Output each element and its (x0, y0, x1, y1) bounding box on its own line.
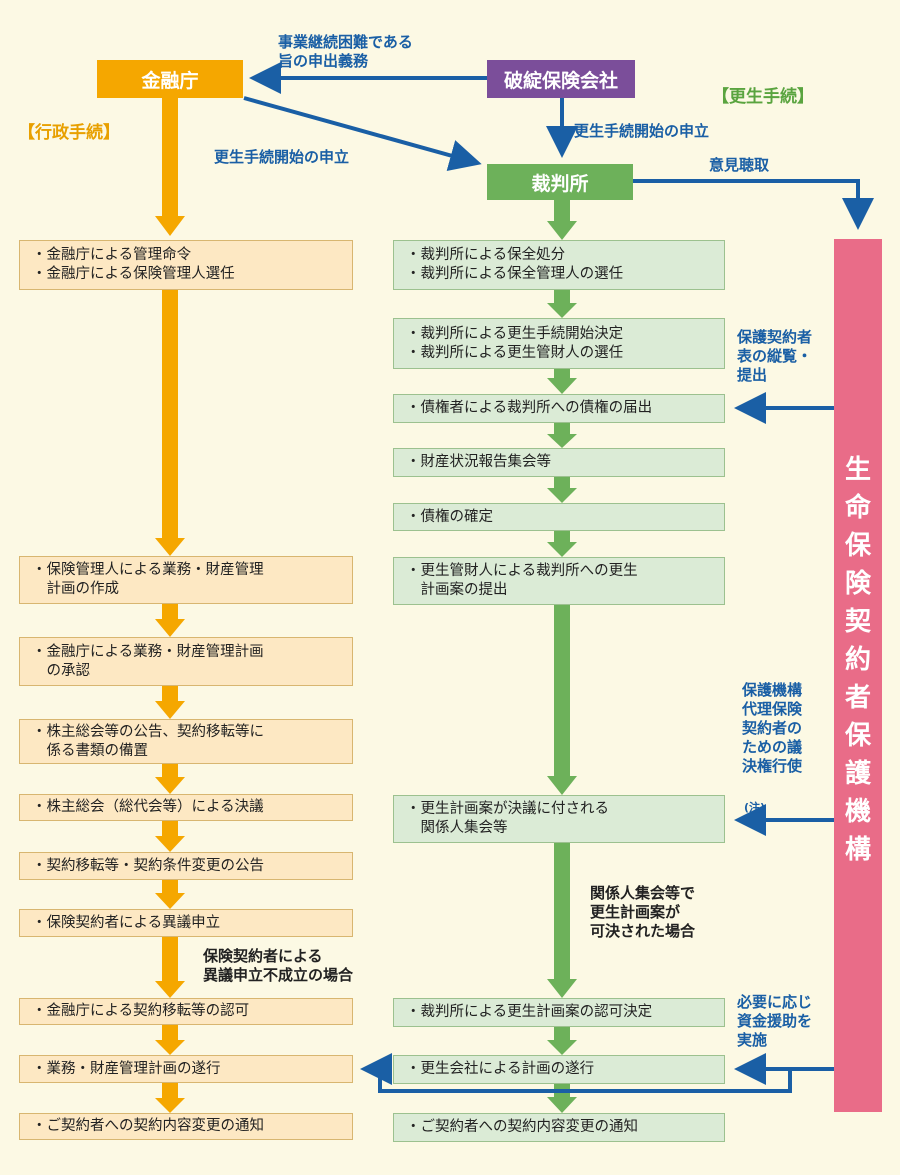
orange-arrowhead (155, 538, 185, 556)
orange-connector (162, 821, 178, 837)
right-step: ・裁判所による更生手続開始決定 ・裁判所による更生管財人の選任 (393, 318, 725, 369)
right-step: ・裁判所による更生計画案の認可決定 (393, 998, 725, 1027)
green-arrowhead (547, 776, 577, 795)
blue-arrow-petition-fsa (243, 96, 482, 171)
note-duty: 事業継続困難である 旨の申出義務 (278, 33, 413, 70)
note-funding: 必要に応じ 資金援助を 実施 (737, 993, 813, 1049)
green-arrowhead (547, 378, 577, 394)
right-step: ・財産状況報告集会等 (393, 448, 725, 477)
reorg-proc-label: 【更生手続】 (712, 87, 814, 107)
green-arrowhead (547, 1097, 577, 1113)
orange-arrowhead (155, 701, 185, 719)
green-connector (554, 423, 570, 435)
left-step: ・株主総会等の公告、契約移転等に 係る書類の備置 (19, 719, 353, 764)
left-step: ・株主総会（総代会等）による決議 (19, 794, 353, 821)
green-connector (554, 369, 570, 379)
green-connector (554, 531, 570, 543)
blue-arrow-opinion (632, 179, 874, 230)
orange-arrowhead (155, 981, 185, 998)
left-step: ・契約移転等・契約条件変更の公告 (19, 852, 353, 880)
orange-arrowhead (155, 1098, 185, 1113)
orange-connector (162, 604, 178, 620)
fsa-box: 金融庁 (97, 60, 243, 98)
left-step: ・保険契約者による異議申立 (19, 909, 353, 937)
note-vote: 保護機構 代理保険 契約者の ための議 決権行使 (742, 681, 803, 775)
orange-connector (162, 880, 178, 894)
green-connector (554, 1027, 570, 1041)
note-policy-list: 保護契約者 表の縦覧・ 提出 (737, 328, 813, 384)
green-arrowhead (547, 488, 577, 503)
green-connector (554, 198, 570, 222)
right-step: ・債権者による裁判所への債権の届出 (393, 394, 725, 423)
left-step: ・金融庁による契約移転等の認可 (19, 998, 353, 1025)
green-arrowhead (547, 221, 577, 240)
orange-connector (162, 764, 178, 778)
orange-connector (162, 686, 178, 702)
right-step: ・更生計画案が決議に付される 関係人集会等 (393, 795, 725, 843)
orange-arrowhead (155, 1040, 185, 1055)
failed-insurer-box: 破綻保険会社 (487, 60, 635, 98)
orange-connector (162, 937, 178, 982)
note-petition-insurer: 更生手続開始の申立 (574, 122, 710, 140)
right-step: ・債権の確定 (393, 503, 725, 531)
left-step: ・ご契約者への契約内容変更の通知 (19, 1113, 353, 1140)
note-objection: 保険契約者による 異議申立不成立の場合 (203, 947, 354, 984)
orange-arrowhead (155, 619, 185, 637)
right-step: ・ご契約者への契約内容変更の通知 (393, 1113, 725, 1142)
orange-arrowhead (155, 836, 185, 852)
green-arrowhead (547, 542, 577, 557)
orange-connector (162, 98, 178, 216)
orange-arrowhead (155, 777, 185, 794)
orange-connector (162, 1083, 178, 1099)
note-petition-fsa: 更生手続開始の申立 (214, 148, 350, 166)
green-connector (554, 477, 570, 489)
left-step: ・金融庁による業務・財産管理計画 の承認 (19, 637, 353, 686)
note-vote-footnote: (注) (744, 801, 766, 814)
protection-org-label: 生命保険契約者保護機構 (844, 455, 871, 865)
green-connector (554, 290, 570, 304)
orange-connector (162, 290, 178, 538)
left-step: ・金融庁による管理命令 ・金融庁による保険管理人選任 (19, 240, 353, 290)
note-approved: 関係人集会等で 更生計画案が 可決された場合 (590, 884, 696, 940)
court-box: 裁判所 (487, 164, 633, 200)
protection-org-bar: 生命保険契約者保護機構 (834, 239, 882, 1112)
left-step: ・保険管理人による業務・財産管理 計画の作成 (19, 556, 353, 604)
admin-proc-label: 【行政手続】 (18, 123, 120, 143)
orange-arrowhead (155, 216, 185, 236)
green-connector (554, 843, 570, 980)
green-connector (554, 605, 570, 777)
green-arrowhead (547, 979, 577, 998)
left-step: ・業務・財産管理計画の遂行 (19, 1055, 353, 1083)
green-arrowhead (547, 1040, 577, 1055)
right-step: ・裁判所による保全処分 ・裁判所による保全管理人の選任 (393, 240, 725, 290)
orange-arrowhead (155, 893, 185, 909)
green-arrowhead (547, 434, 577, 448)
note-opinion: 意見聴取 (709, 156, 770, 174)
blue-arrow-funding-left (360, 1053, 792, 1093)
right-step: ・更生会社による計画の遂行 (393, 1055, 725, 1084)
right-step: ・更生管財人による裁判所への更生 計画案の提出 (393, 557, 725, 605)
orange-connector (162, 1025, 178, 1041)
green-arrowhead (547, 303, 577, 318)
